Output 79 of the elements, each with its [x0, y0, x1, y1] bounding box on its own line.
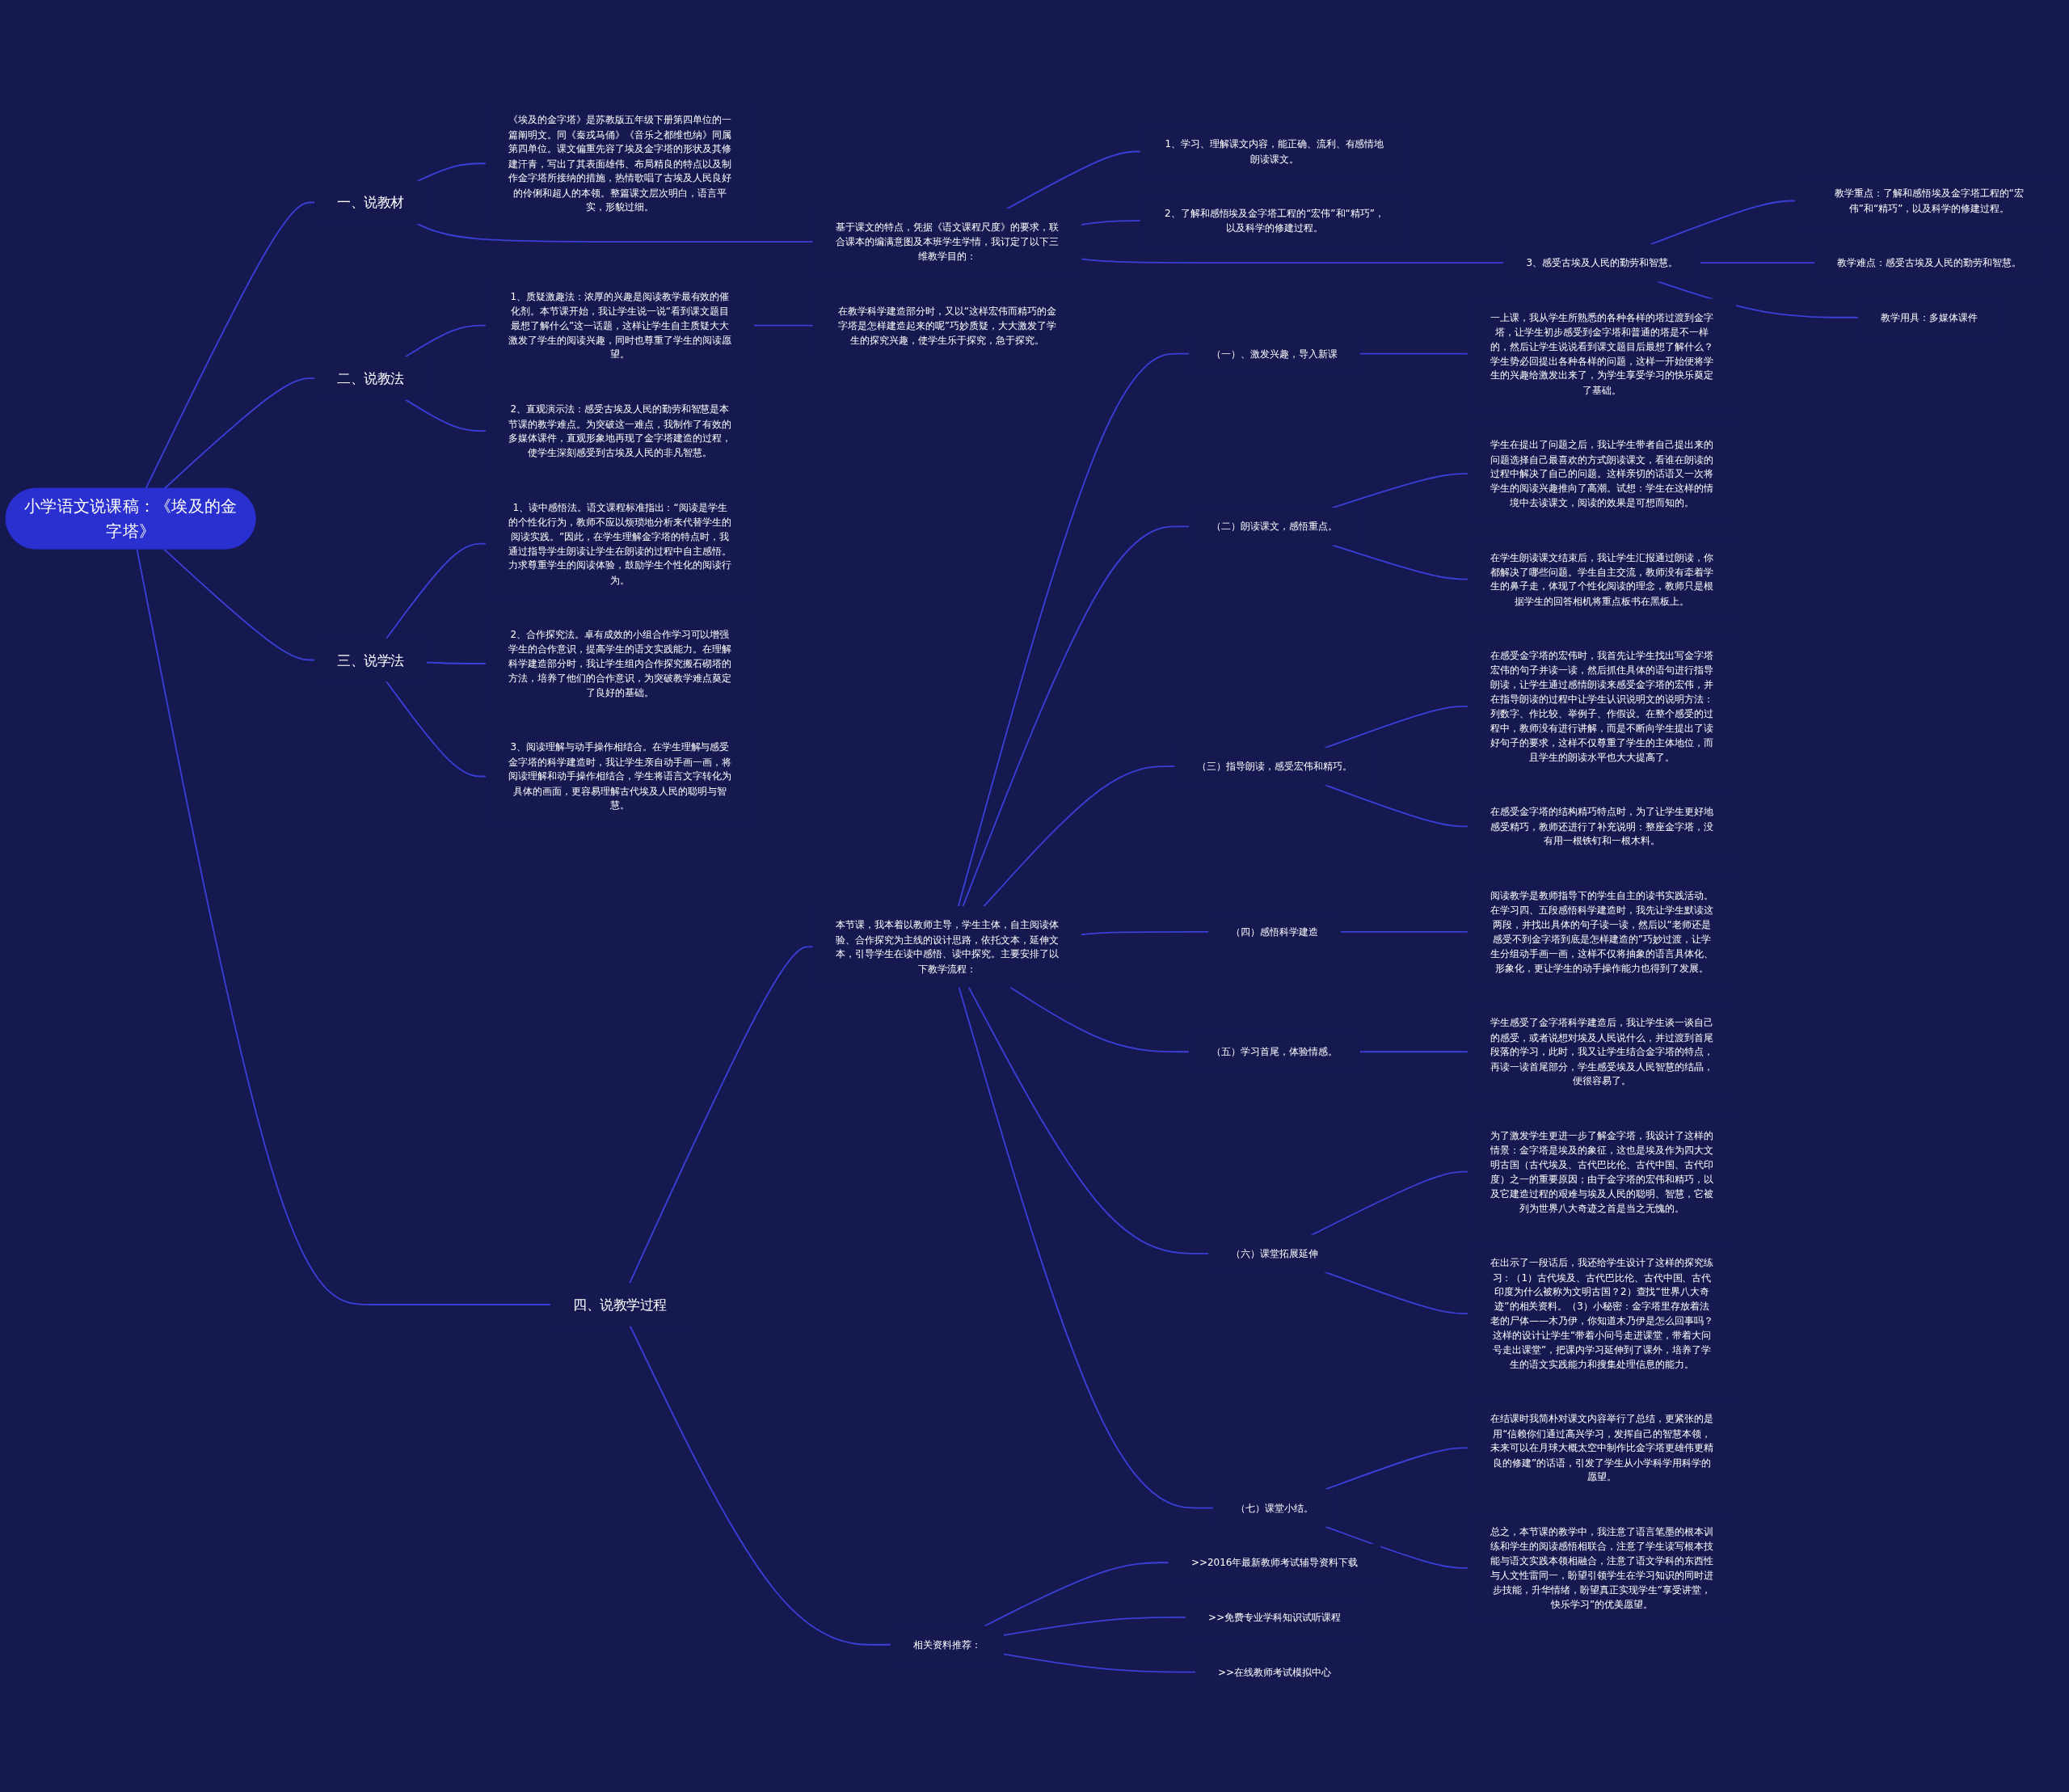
node-text: 1、质疑激趣法：浓厚的兴趣是阅读教学最有效的催化剂。本节课开始，我让学生说一说“看到课文题目最想了解什么”这一话题，这样让学生自主质疑大大激发了学生的阅读兴趣，同时也尊重了学生的阅读愿望。	[508, 290, 731, 361]
node-text: 2、了解和感悟埃及金字塔工程的“宏伟”和“精巧”，以及科学的修建过程。	[1165, 208, 1384, 234]
node-text: 1、学习、理解课文内容，能正确、流利、有感情地朗读课文。	[1165, 138, 1384, 165]
connector	[1009, 986, 1190, 1053]
node-text: 总之，本节课的教学中，我注意了语言笔墨的根本训练和学生的阅读感悟相联合，注意了学生读写根本技能与语文实践本领相融合，注意了语文学科的东西性与人文性雷同一，盼望引领学生在学习知识的同时进步技能，升华情绪，盼望真正实现学生“享受讲堂，快乐学习”的优美愿望。	[1490, 1525, 1713, 1610]
connector	[404, 398, 487, 432]
node-text: >>在线教师考试模拟中心	[1218, 1666, 1331, 1678]
connector	[1339, 930, 1469, 933]
node-text: 1、读中感悟法。语文课程标准指出：“阅读是学生的个性化行为，教师不应以烦琐地分析来代替学生的阅读实践。”因此，在学生理解金字塔的特点时，我通过指导学生朗读让学生在朗读的过程中自主感悟。力求尊重学生的阅读体验，鼓励学生个性化的阅读行为。	[508, 501, 731, 586]
connector	[162, 548, 316, 661]
node-text: 3、阅读理解与动手操作相结合。在学生理解与感受金字塔的科学建造时，我让学生亲自动手画一画，将阅读理解和动手操作相结合，学生将语言文字转化为具体的画面，更容易理解古代埃及人民的聪明与智慧。	[508, 741, 731, 812]
connector	[425, 661, 487, 664]
connector	[1002, 1617, 1187, 1637]
connector	[1359, 1051, 1469, 1053]
connector	[136, 548, 552, 1305]
connector	[416, 162, 487, 183]
node-text: 二、说教法	[337, 370, 404, 386]
node-text: 在感受金字塔的宏伟时，我首先让学生找出写金字塔宏伟的句子并读一读，然后抓住具体的语句进行指导朗读，让学生通过感情朗读来感受金字塔的宏伟，并在指导朗读的过程中让学生认识说明文的说明方法：列数字、作比较、举例子、作假设。在整个感受的过程中，教师没有进行讲解，而是不断向学生提出了读好句子的要求，这样不仅尊重了学生的主体地位，而且学生的朗读水平也大大提高了。	[1490, 650, 1713, 763]
node-text: 3、感受古埃及人民的勤劳和智慧。	[1526, 256, 1678, 268]
connector	[145, 201, 316, 490]
connector	[1002, 1653, 1197, 1673]
connector	[1359, 352, 1469, 355]
node-text: （五）学习首尾，体验情感。	[1211, 1046, 1338, 1057]
connector	[1324, 1271, 1469, 1314]
node-text: 教学重点：了解和感悟埃及金字塔工程的“宏伟”和“精巧”，以及科学的修建过程。	[1835, 188, 2024, 214]
connector	[1324, 1525, 1469, 1569]
node-text: 教学难点：感受古埃及人民的勤劳和智慧。	[1837, 256, 2021, 268]
node-text: 学生感受了金字塔科学建造后，我让学生谈一谈自己的感受，或者说想对埃及人民说什么，并过渡到首尾段落的学习，此时，我又让学生结合金字塔的特点，再读一读首尾部分，学生感受埃及人民智慧的结晶，便很容易了。	[1490, 1017, 1713, 1086]
node-text: 在出示了一段话后，我还给学生设计了这样的探究练习：（1）古代埃及、古代巴比伦、古代中国、古代印度为什么被称为文明古国？2）查找“世界八大奇迹”的相关资料。（3）小秘密：金字塔里存放着法老的尸体——木乃伊，你知道木乃伊是怎么回事吗？这样的设计让学生“带着小问号走进课堂，带着大问号走出课堂”，把课内学习延伸到了课外，培养了学生的语文实践能力和搜集处理信息的能力。	[1490, 1257, 1713, 1370]
connector	[1080, 220, 1142, 226]
node-text: 为了激发学生更进一步了解金字塔，我设计了这样的情景：金字塔是埃及的象征，这也是埃及作为四大文明古国（古代埃及、古代巴比伦、古代中国、古代印度）之一的重要原因；由于金字塔的宏伟和精巧，以及它建造过程的艰难与埃及人民的聪明、智慧，它被列为世界八大奇迹之首是当之无愧的。	[1490, 1129, 1713, 1214]
node-text: 2、合作探究法。卓有成效的小组合作学习可以增强学生的合作意识，提高学生的语文实践能力。在理解科学建造部分时，我让学生组内合作探究搬石砌塔的方法，培养了他们的合作意识，为突破教学难点奠定了良好的基础。	[508, 629, 731, 698]
node-text: 阅读教学是教师指导下的学生自主的读书实践活动。在学习四、五段感悟科学建造时，我先让学生默读这两段，并找出具体的句子读一读，然后以“老师还是感受不到金字塔到底是怎样建造的”巧妙过渡，让学生分组动手画一画，这样不仅将抽象的语言具体化、形象化，更让学生的动手操作能力也得到了发展。	[1490, 889, 1713, 974]
node-text: 学生在提出了问题之后，我让学生带者自己提出来的问题选择自己最喜欢的方式朗读课文，看谁在朗读的过程中解决了自己的问题。这样亲切的话语又一次将学生的阅读兴趣推向了高潮。试想：学生在这样的情境中去读课文，阅读的效果是可想而知的。	[1490, 439, 1713, 508]
connector	[404, 324, 487, 358]
node-text: >>2016年最新教师考试辅导资料下载	[1190, 1557, 1358, 1568]
node-text: 本节课，我本着以教师主导，学生主体，自主阅读体验、合作探究为主线的设计思路，依托文本，延伸文本，引导学生在读中感悟、读中探究。主要安排了以下教学流程：	[836, 919, 1059, 974]
node-text: 一上课，我从学生所熟悉的各种各样的塔过渡到金字塔，让学生初步感受到金字塔和普通的塔是不一样的，然后让学生说说看到课文题目后最想了解什么？学生势必回提出各种各样的问题，这样一开始便将学生的兴趣给激发出来了，为学生享受学习的快乐奠定了基础。	[1490, 311, 1713, 396]
connector	[1650, 200, 1797, 246]
connector	[1324, 706, 1469, 749]
node-text: 三、说学法	[337, 651, 404, 668]
node-text: （四）感悟科学建造	[1231, 926, 1318, 938]
node-text: （二）朗读课文，感悟重点。	[1211, 521, 1338, 532]
connector	[958, 986, 1215, 1509]
connector	[752, 324, 815, 327]
node-text: 2、直观演示法：感受古埃及人民的勤劳和智慧是本节课的教学难点。为突破这一难点，我制作了有效的多媒体课件，直观形象地再现了金字塔建造的过程，使学生深刻感受到古埃及人民的非凡智慧。	[508, 403, 731, 458]
connector	[983, 765, 1176, 908]
node-text: 在学生朗读课文结束后，我让学生汇报通过朗读，你都解决了哪些问题。学生自主交流，教师没有牵着学生的鼻子走，体现了个性化阅读的理念，教师只是根据学生的回答相机将重点板书在黑板上。	[1490, 551, 1713, 607]
connector	[983, 1562, 1170, 1627]
node-text: 四、说教学过程	[572, 1297, 667, 1313]
node-text: （一）、激发兴趣，导入新课	[1211, 348, 1338, 360]
connector	[385, 542, 487, 640]
connector	[957, 352, 1190, 908]
connector	[385, 680, 487, 778]
node-text: 基于课文的特点，凭据《语文课程尺度》的要求，联合课本的编满意图及本班学生学情，我订定了以下三维教学目的：	[836, 221, 1059, 262]
connector	[629, 1325, 892, 1646]
node-text: 在结课时我简朴对课文内容举行了总结，更紧张的是用“信赖你们通过高兴学习，发挥自己的智慧本领，未来可以在月球大概太空中制作比金字塔更雄伟更精良的修建”的话语，引发了学生从小学科学用科学的愿望。	[1490, 1413, 1713, 1482]
node-text: （六）课堂拓展延伸	[1231, 1247, 1318, 1259]
connector	[1699, 262, 1816, 264]
connector	[962, 525, 1190, 908]
connector	[1310, 1170, 1469, 1236]
connector	[163, 377, 316, 490]
connector	[1005, 150, 1142, 210]
connector	[1080, 930, 1210, 936]
connector	[629, 946, 815, 1284]
node-text: （七）课堂小结。	[1236, 1502, 1313, 1514]
node-text: 在感受金字塔的结构精巧特点时，为了让学生更好地感受精巧，教师还进行了补充说明：整座金字塔，没有用一根铁钉和一根木料。	[1490, 806, 1713, 846]
node-text: 一、说教材	[337, 194, 404, 211]
connector	[1324, 784, 1469, 828]
connector	[1080, 258, 1505, 264]
connector	[1656, 280, 1860, 318]
node-text: 相关资料推荐：	[913, 1638, 981, 1651]
connector	[967, 986, 1210, 1254]
node-text: 教学用具：多媒体课件	[1881, 311, 1978, 323]
node-text: （三）指导朗读，感受宏伟和精巧。	[1197, 761, 1352, 772]
node-text: 《埃及的金字塔》是苏教版五年级下册第四单位的一篇阐明文。同《秦戎马俑》《音乐之都维也纳》同属第四单位。课文偏重先容了埃及金字塔的形状及其修建汗青，写出了其表面雄伟、布局精良的特点以及制作金字塔所接纳的措施，热情歌唱了古埃及人民良好的伶俐和超人的本领。整篇课文层次明白，语言平实，形貌过细。	[508, 114, 731, 213]
node-text: 在教学科学建造部分时，又以“这样宏伟而精巧的金字塔是怎样建造起来的呢”巧妙质疑，大大激发了学生的探究兴趣，使学生乐于探究，急于探究。	[838, 305, 1056, 346]
connector	[415, 222, 815, 243]
node-text: >>免费专业学科知识试听课程	[1208, 1611, 1341, 1623]
